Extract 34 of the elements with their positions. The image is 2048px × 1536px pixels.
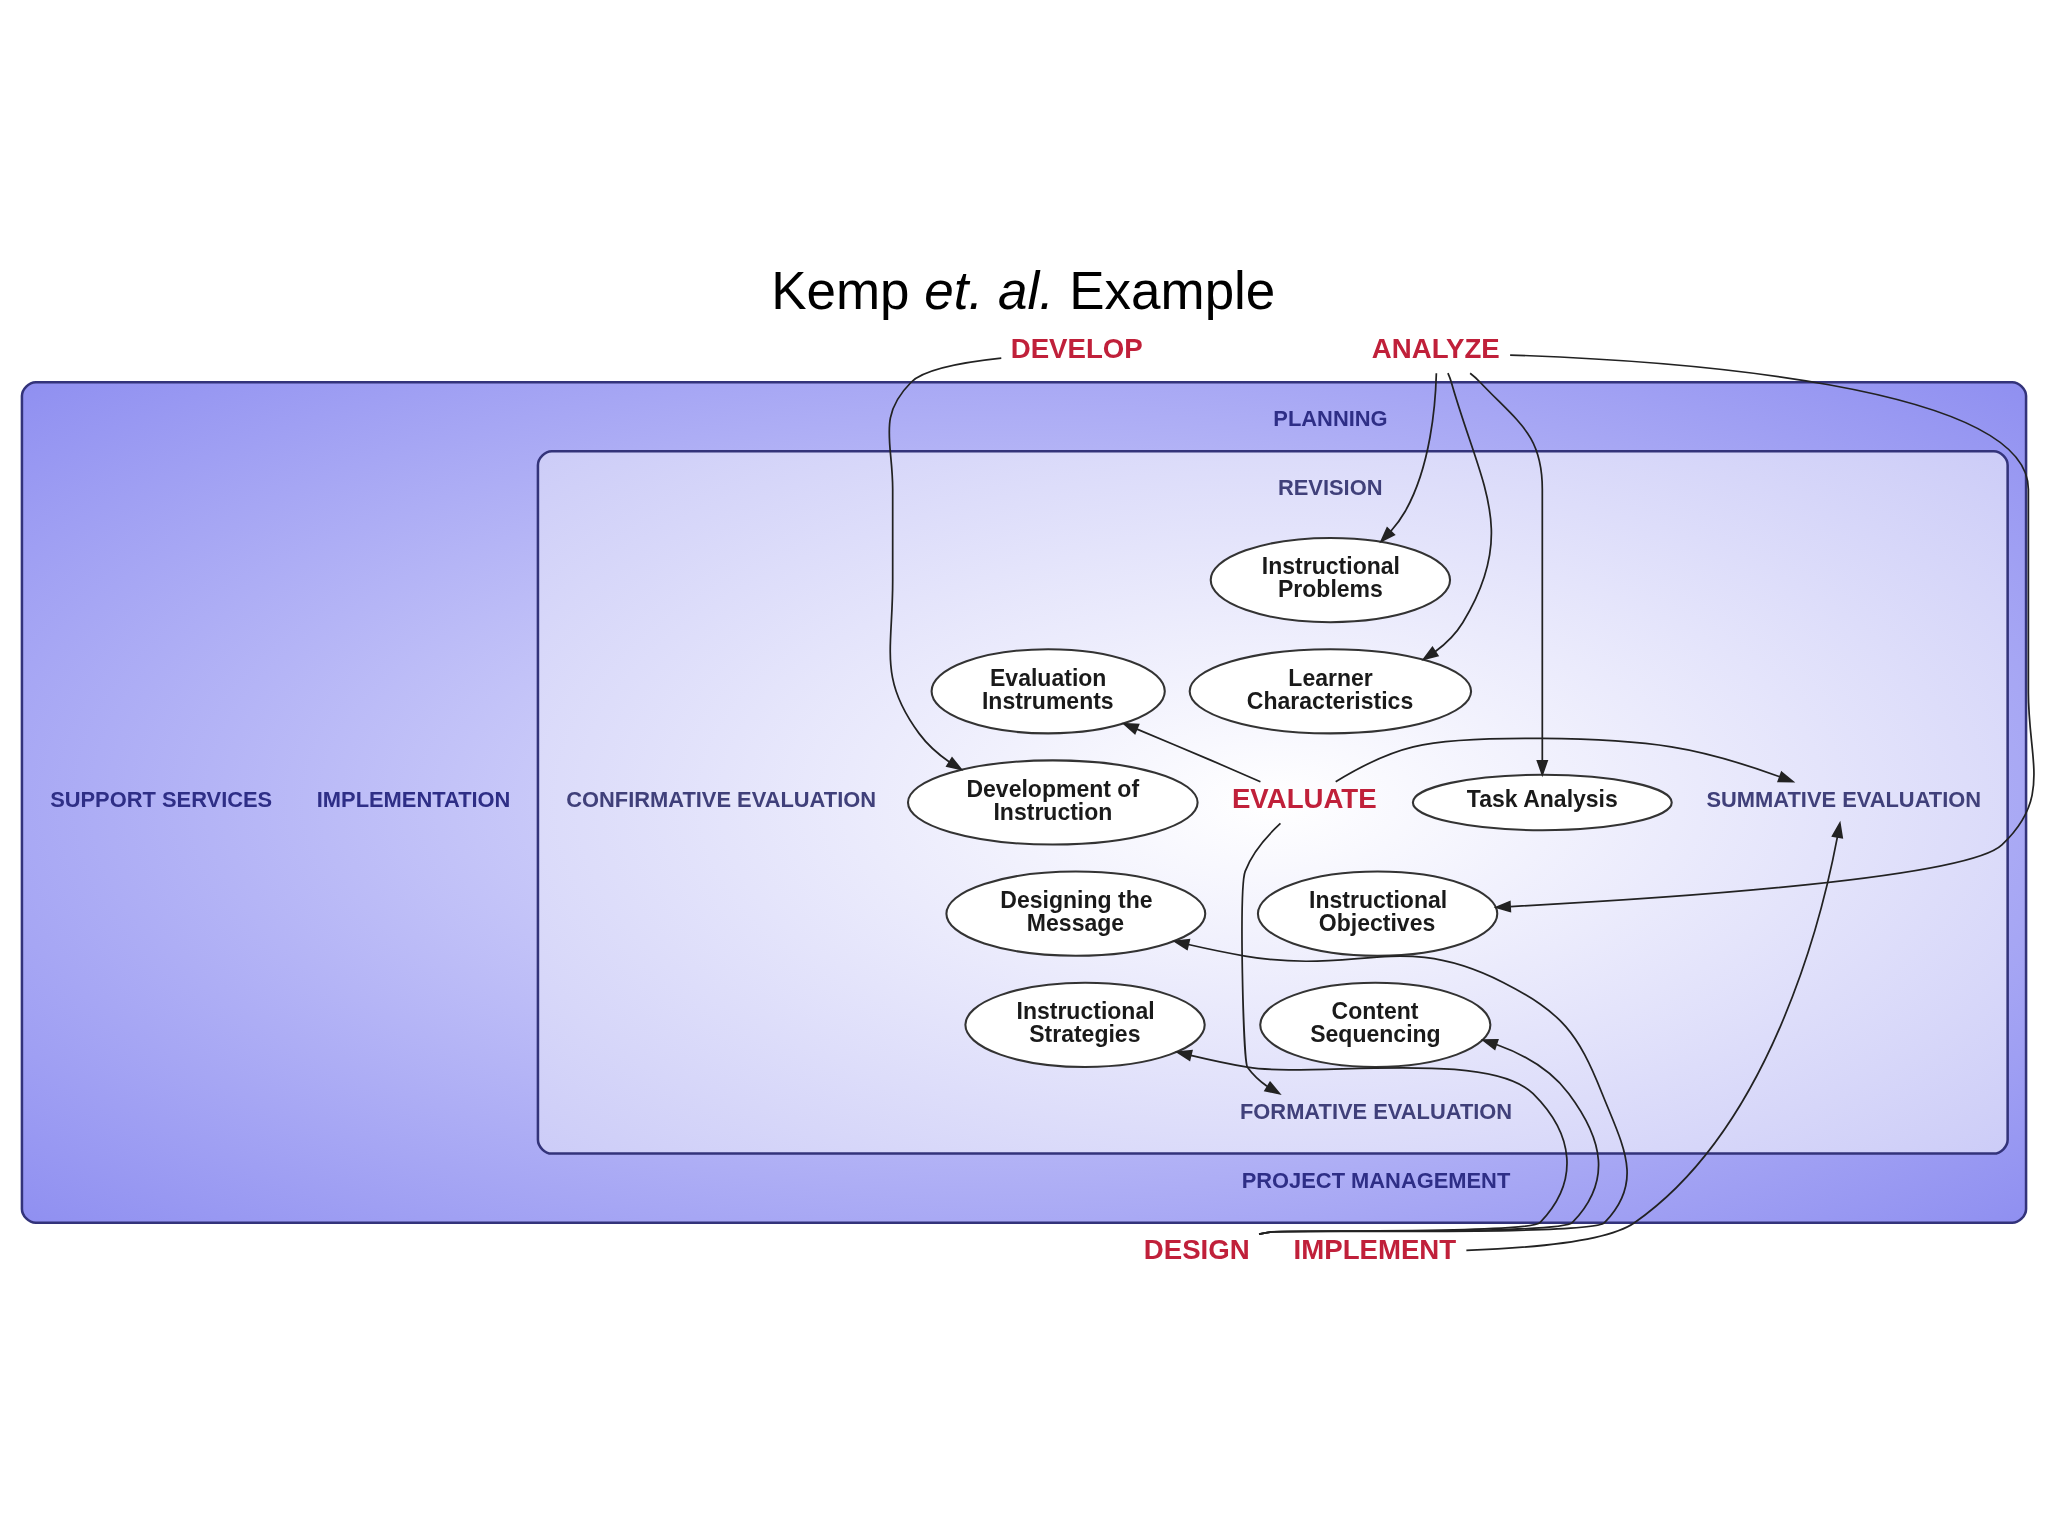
node-text: FORMATIVE EVALUATION [1239,1098,1513,1124]
node-text: IMPLEMENT [1293,1233,1457,1265]
node-ellipse: Development of Instruction [906,758,1199,846]
arrow [1334,737,1796,783]
node-ellipse: Instructional Problems [1209,536,1452,623]
cluster [20,380,2028,1224]
node-text: PROJECT MANAGEMENT [1241,1167,1511,1193]
node-text: IMPLEMENTATION [316,786,511,812]
cluster [536,449,2009,1155]
node-text: EVALUATE [1231,782,1377,814]
arrow [1469,371,1549,777]
node-ellipse: Task Analysis [1411,773,1673,831]
arrow [1493,353,2035,913]
node-text: CONFIRMATIVE EVALUATION [566,786,877,812]
node-text: DESIGN [1143,1233,1250,1265]
node-text: PLANNING [1273,405,1388,431]
node-text: ANALYZE [1371,332,1500,364]
node-ellipse: Instructional Objectives [1256,870,1499,957]
node-text: DEVELOP [1010,332,1143,364]
arrow [1465,820,1844,1251]
arrow [1241,822,1282,1095]
node-ellipse: Instructional Strategies [964,981,1206,1068]
node-text: SUPPORT SERVICES [50,786,273,812]
arrow [1258,1038,1600,1235]
arrow [1172,938,1628,1235]
node-ellipse: Designing the Message [945,870,1207,957]
arrow [1379,371,1438,543]
node-ellipse: Content Sequencing [1259,981,1492,1068]
arrow [1121,722,1262,783]
node-text: REVISION [1277,474,1383,500]
diagram-title: Kemp et. al. Example [771,260,1276,320]
node-text: SUMMATIVE EVALUATION [1706,786,1982,812]
arrow [1421,371,1492,661]
arrow [888,356,1003,771]
